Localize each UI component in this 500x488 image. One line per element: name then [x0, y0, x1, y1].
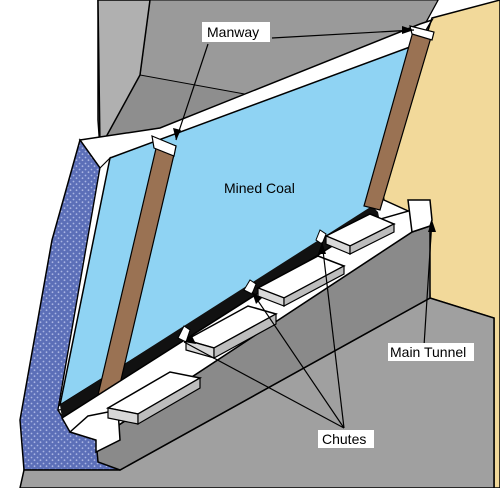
- manway-label-bg: [202, 22, 270, 42]
- face-floor: [60, 206, 380, 418]
- chute-2: [184, 305, 278, 360]
- manway-left-cap: [151, 135, 177, 157]
- manway-right-cap: [409, 25, 435, 41]
- main-tunnel-label: Main Tunnel: [390, 344, 466, 360]
- manway-label: Manway: [207, 24, 259, 40]
- chute-4: [324, 213, 396, 255]
- chutes-label-bg: [318, 430, 374, 448]
- arrowheads: [173, 26, 436, 344]
- main-tunnel-label-bg: [388, 343, 474, 361]
- mined-coal-label: Mined Coal: [224, 180, 295, 196]
- wall-notch-3: [315, 229, 327, 245]
- wall-notch-1: [177, 325, 191, 343]
- wall-endcap-right: [407, 199, 433, 234]
- chute-3: [256, 255, 346, 307]
- rock-wedge: [97, 0, 151, 151]
- wall-notch-2: [243, 279, 257, 295]
- chutes-label: Chutes: [322, 431, 366, 447]
- leader-lines: [175, 29, 433, 429]
- chute-1: [105, 371, 203, 426]
